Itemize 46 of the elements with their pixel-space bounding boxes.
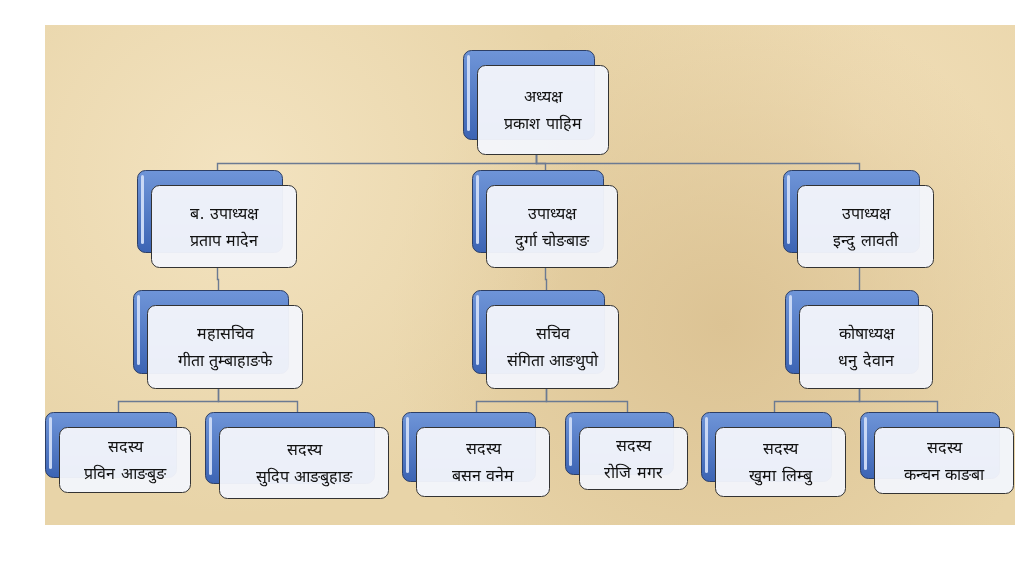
org-box bbox=[402, 412, 550, 497]
role-title: सदस्य bbox=[925, 437, 964, 457]
member-name: दुर्गा चोङबाङ bbox=[513, 230, 591, 250]
role-title: सदस्य bbox=[762, 439, 800, 458]
org-box bbox=[565, 412, 688, 490]
member-name: इन्दु लावती bbox=[832, 230, 900, 250]
org-box bbox=[472, 170, 618, 268]
connector-line bbox=[217, 388, 299, 413]
member-name: रोजि मगर bbox=[603, 462, 664, 482]
role-title: उपाध्यक्ष bbox=[840, 203, 892, 223]
member-name: प्रविन आङबुङ bbox=[83, 464, 168, 483]
member-name: बसन वनेम bbox=[450, 466, 516, 485]
role-title: सदस्य bbox=[285, 440, 324, 459]
org-box bbox=[137, 170, 297, 268]
role-title: ब. उपाध्यक्ष bbox=[189, 203, 260, 223]
org-box bbox=[463, 50, 609, 155]
connector-line bbox=[216, 267, 220, 291]
role-title: सदस्य bbox=[464, 439, 503, 458]
org-box bbox=[205, 412, 389, 499]
connector-line bbox=[858, 388, 939, 413]
connector-line bbox=[535, 154, 861, 171]
org-box bbox=[701, 412, 846, 497]
member-name: कन्चन काङबा bbox=[902, 464, 986, 484]
member-name: प्रताप मादेन bbox=[188, 230, 260, 250]
org-box bbox=[45, 412, 191, 493]
role-title: सदस्य bbox=[106, 437, 145, 456]
role-title: कोषाध्यक्ष bbox=[837, 324, 896, 343]
role-title: उपाध्यक्ष bbox=[527, 203, 578, 223]
connector-line bbox=[544, 267, 548, 291]
role-title: महासचिव bbox=[195, 324, 255, 343]
role-title: सदस्य bbox=[615, 435, 653, 455]
org-box bbox=[783, 170, 934, 268]
member-name: सुदिप आङबुहाङ bbox=[254, 467, 354, 486]
org-box bbox=[785, 290, 933, 389]
role-title: सचिव bbox=[534, 324, 571, 343]
member-name: संगिता आङथुपो bbox=[505, 351, 600, 370]
member-name: गीता तुम्बाहाङफे bbox=[176, 351, 274, 370]
connector-line bbox=[858, 267, 861, 291]
connector-line bbox=[545, 388, 629, 413]
member-name: खुमा लिम्बु bbox=[748, 466, 814, 485]
member-name: प्रकाश पाहिम bbox=[503, 114, 583, 133]
org-box bbox=[472, 290, 619, 389]
member-name: धनु देवान bbox=[837, 351, 895, 370]
org-box bbox=[133, 290, 303, 389]
role-title: अध्यक्ष bbox=[523, 87, 564, 106]
org-box bbox=[860, 412, 1014, 494]
